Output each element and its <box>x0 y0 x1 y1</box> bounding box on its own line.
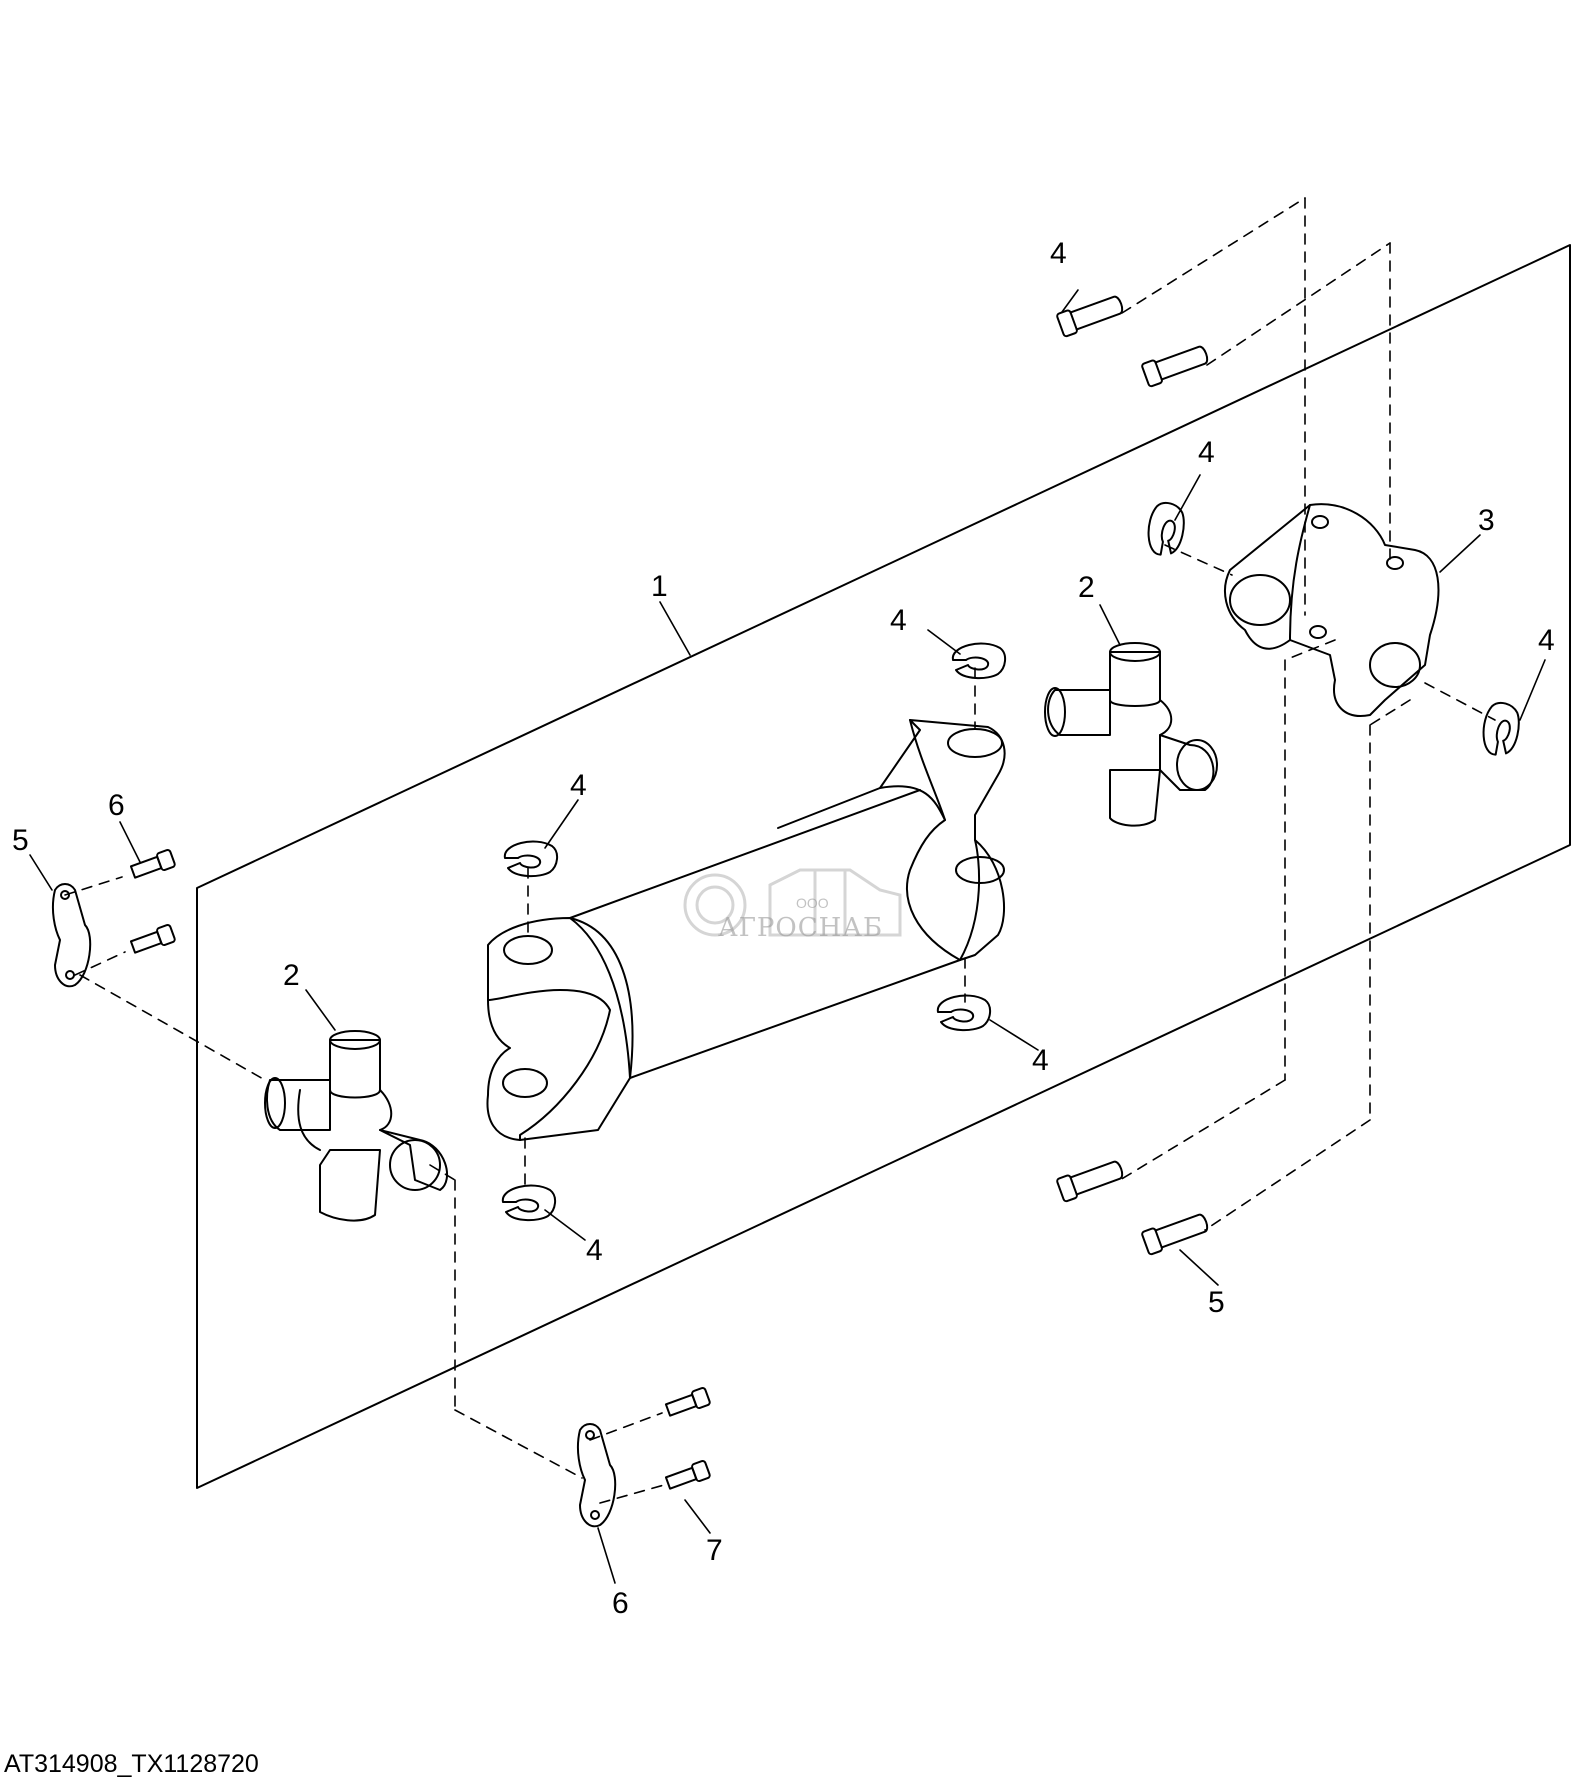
strap-6a <box>51 883 92 988</box>
drive-shaft <box>486 719 1006 1141</box>
callout-1: 1 <box>651 570 668 603</box>
watermark-subtitle: ООО <box>796 895 829 911</box>
snap-ring-b <box>951 642 1006 680</box>
flange-yoke <box>1224 503 1440 717</box>
callout-7-left: 6 <box>108 789 125 822</box>
figure-id: AT314908_TX1128720 <box>4 1750 259 1778</box>
callout-7-bottom: 7 <box>706 1534 723 1567</box>
watermark-text: АГРОСНАБ <box>718 913 884 943</box>
bolt-7d <box>664 1460 711 1490</box>
snap-ring-a <box>503 840 558 878</box>
callout-5-top: 4 <box>1050 237 1067 270</box>
watermark-logo <box>683 868 902 937</box>
callout-2-right: 2 <box>1078 571 1095 604</box>
assembly-lines <box>64 197 1496 1504</box>
callout-4-yoke-right: 4 <box>1538 624 1555 657</box>
leader-lines <box>29 289 1546 1584</box>
callout-labels: 1 2 2 3 4 4 4 4 4 4 4 5 5 6 6 7 <box>12 237 1555 1620</box>
strap-6b <box>576 1423 617 1528</box>
bolt-5b <box>1141 345 1209 388</box>
snap-ring-e <box>1147 501 1185 556</box>
callout-4-shaft-left-top: 4 <box>570 769 587 802</box>
bolt-5a <box>1056 295 1124 338</box>
snap-ring-c <box>936 994 991 1032</box>
bolt-5c <box>1056 1160 1124 1203</box>
callout-4-shaft-left-bottom: 4 <box>586 1234 603 1267</box>
assembly-boundary <box>196 244 1571 1489</box>
callout-5-bottom: 5 <box>1208 1286 1225 1319</box>
callout-6-bottom: 6 <box>612 1587 629 1620</box>
callout-4-shaft-right-bottom: 4 <box>1032 1044 1049 1077</box>
callout-6-left: 5 <box>12 824 29 857</box>
callout-4-yoke-top: 4 <box>1198 436 1215 469</box>
callout-2-left: 2 <box>283 959 300 992</box>
cross-bearing-left <box>264 1030 449 1222</box>
callout-4-shaft-right-top: 4 <box>890 604 907 637</box>
bolt-7c <box>664 1387 711 1417</box>
callout-3: 3 <box>1478 504 1495 537</box>
snap-ring-f <box>1482 701 1520 756</box>
cross-bearing-right <box>1044 642 1218 827</box>
bolt-7a <box>129 849 176 879</box>
bolt-5d <box>1141 1213 1209 1256</box>
snap-ring-d <box>501 1184 556 1222</box>
bolt-7b <box>129 924 176 954</box>
